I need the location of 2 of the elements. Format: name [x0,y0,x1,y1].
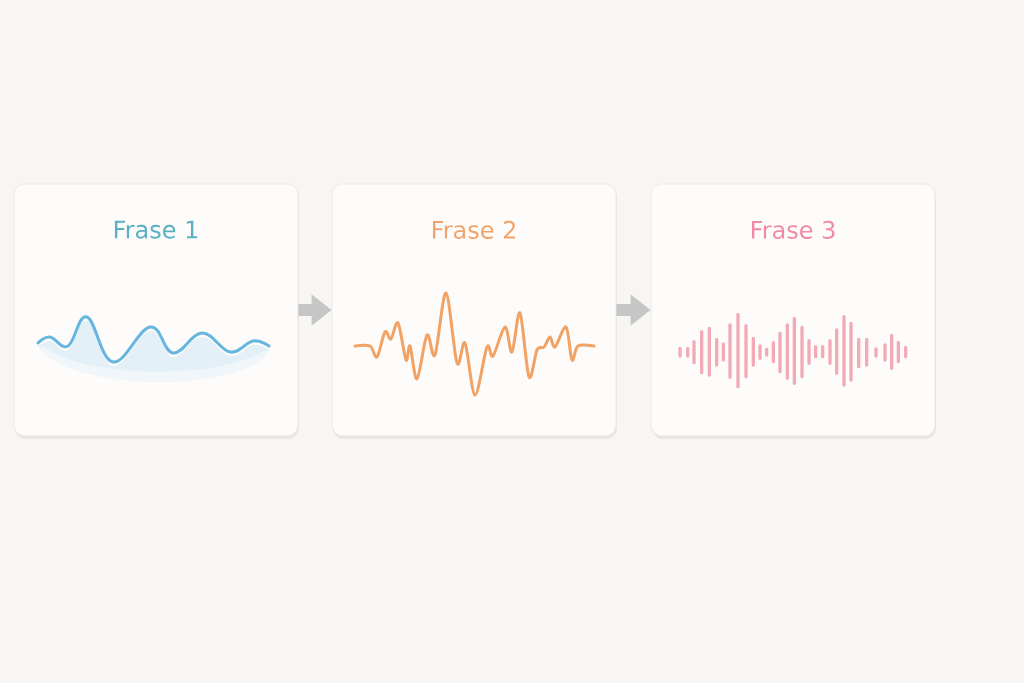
card: Frase 3 [650,183,936,439]
card: Frase 2 [331,183,617,439]
